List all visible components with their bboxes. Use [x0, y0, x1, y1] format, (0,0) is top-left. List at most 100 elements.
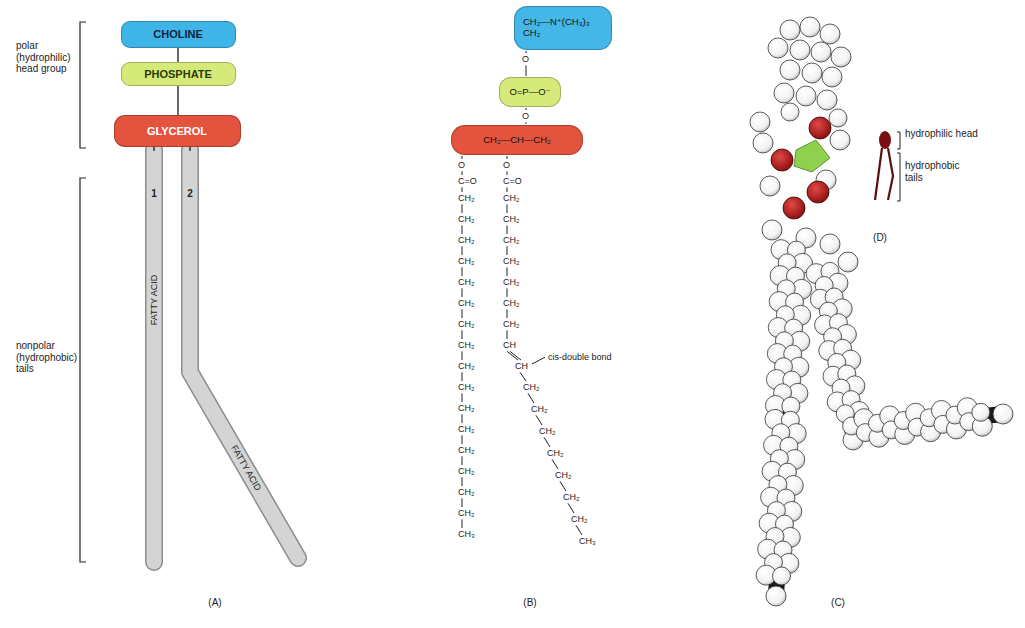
- bond-line: [507, 187, 508, 192]
- rod-outline: [190, 150, 298, 558]
- atom-label: C=O: [503, 176, 522, 186]
- icon-brackets: [897, 132, 900, 201]
- atom-label: CH₂: [458, 256, 475, 266]
- bond-line: [507, 246, 508, 255]
- hydrogen-atom: [802, 63, 822, 83]
- node-text: CH₂: [523, 28, 603, 39]
- bond-line: [528, 393, 534, 403]
- callout-text: cis-double bond: [548, 352, 612, 362]
- bond-line: [520, 372, 526, 381]
- bond-line: [526, 122, 527, 124]
- bond-line: [462, 435, 463, 444]
- chain-backbone: [826, 272, 1003, 430]
- atom-label: C=O: [458, 176, 477, 186]
- atom-label: CH₂: [458, 361, 475, 371]
- choline-group: CH₂—N⁺(CH₃)₃CH₂: [514, 6, 612, 50]
- phosphate-box: PHOSPHATE: [121, 62, 236, 86]
- hydrogen-atom: [773, 567, 791, 585]
- bond-line: [462, 288, 463, 297]
- hydrogen-atom: [831, 47, 851, 67]
- chain-number: 2: [187, 188, 193, 200]
- rod-label: FATTY ACID: [149, 275, 159, 326]
- oxygen-atom: [771, 149, 793, 171]
- hydrogen-atom: [993, 404, 1013, 424]
- hydrogen-atom: [774, 83, 794, 103]
- bond-line: [462, 171, 463, 175]
- chemical-bonds: [462, 51, 582, 535]
- atom-label: CH₂: [458, 487, 475, 497]
- bond-line: [568, 503, 574, 513]
- oxygen-atom: [809, 117, 831, 139]
- bond-line: [462, 225, 463, 234]
- atom-label: CH₂: [503, 193, 520, 203]
- brackets: [80, 22, 86, 562]
- hydrogen-atom: [753, 133, 773, 153]
- oxygen-atom: [783, 197, 805, 219]
- bond-line: [532, 357, 545, 364]
- rod-fill: [147, 150, 162, 562]
- panel-label: (B): [523, 597, 536, 609]
- bond-line: [507, 330, 508, 339]
- head-bracket: [80, 22, 86, 148]
- atom-label: CH₂: [523, 382, 540, 392]
- glycerol-link: [154, 147, 190, 150]
- bond-line: [507, 309, 508, 318]
- bond-line: [507, 171, 508, 175]
- atom-label: CH₂: [503, 256, 520, 266]
- atom-label: CH₃: [458, 529, 475, 539]
- node-text: O=P—O⁻: [508, 87, 552, 98]
- icon-tails: [875, 148, 893, 200]
- bond-connector: [177, 86, 179, 115]
- atom-label: CH₂: [571, 514, 588, 524]
- atom-label: CH₂: [503, 298, 520, 308]
- hydrogen-atom: [796, 86, 816, 106]
- hydrogen-atom: [830, 130, 850, 150]
- hydrogen-atom: [829, 109, 847, 127]
- atom-label: CH₂: [531, 404, 548, 414]
- atom-label: CH₂: [458, 508, 475, 518]
- region-label: nonpolar (hydrophobic) tails: [16, 340, 78, 375]
- atom-label: CH₂: [458, 193, 475, 203]
- bond-line: [462, 393, 463, 402]
- atom-label: CH₂: [458, 214, 475, 224]
- glycerol-group: CH₂—CH—CH₂: [451, 125, 583, 155]
- atom-label: CH₂: [458, 445, 475, 455]
- bond-line: [462, 477, 463, 486]
- atom-label: CH₂: [458, 403, 475, 413]
- fatty-acid-rods: [154, 147, 298, 562]
- atom-label: O: [458, 160, 465, 170]
- atom-label: CH₂: [458, 277, 475, 287]
- node-text: PHOSPHATE: [130, 68, 227, 81]
- rod-fill: [190, 150, 298, 558]
- icon-head: [879, 131, 891, 149]
- atom-label: CH₂: [563, 492, 580, 502]
- bond-line: [462, 330, 463, 339]
- hydrogen-atom: [820, 24, 840, 44]
- icon-label: hydrophilic head: [905, 128, 978, 140]
- bond-connector: [177, 48, 179, 63]
- phosphate-group: O=P—O⁻: [499, 77, 561, 107]
- atom-label: CH₂: [547, 448, 564, 458]
- bond-line: [526, 65, 527, 76]
- hydrogen-atom: [780, 60, 800, 80]
- node-text: CH₂—CH—CH₂: [460, 135, 574, 146]
- atom-label: O: [503, 160, 510, 170]
- space-filling-model: [750, 17, 1013, 606]
- bond-line: [560, 481, 566, 491]
- choline-box: CHOLINE: [121, 21, 236, 48]
- bond-line: [544, 437, 550, 447]
- bond-line: [462, 414, 463, 423]
- hydrogen-atom: [766, 586, 786, 606]
- phosphorus-atom: [794, 140, 830, 172]
- region-label: polar (hydrophilic) head group: [16, 40, 78, 75]
- panel-label: (C): [831, 597, 845, 609]
- atom-label: CH₂: [539, 426, 556, 436]
- bond-line: [462, 372, 463, 381]
- hydrogen-atom: [800, 17, 820, 37]
- bond-line: [462, 156, 463, 159]
- panel-label: (D): [873, 232, 887, 244]
- atom-label: CH₂: [458, 382, 475, 392]
- bond-line: [507, 267, 508, 276]
- bond-line: [462, 187, 463, 192]
